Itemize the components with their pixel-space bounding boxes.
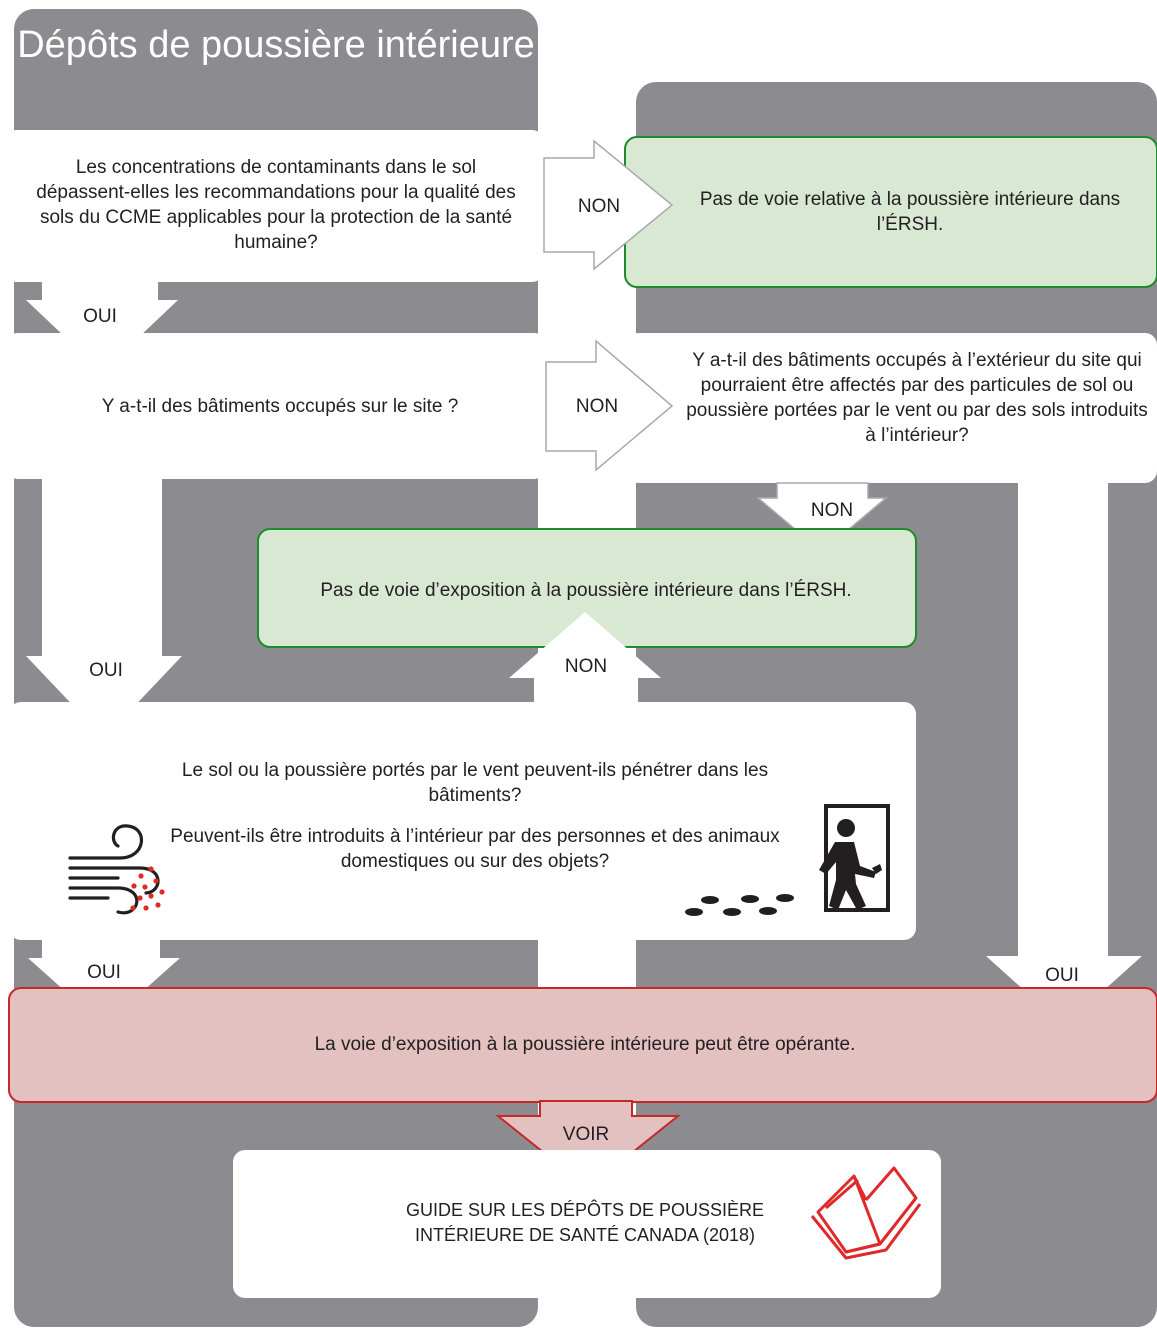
question-box-2 <box>6 333 546 479</box>
label-yes-1: OUI <box>83 306 117 327</box>
arrow-yes-3 <box>28 940 180 1026</box>
label-yes-4: OUI <box>1045 965 1079 986</box>
label-no-3: NON <box>810 500 854 521</box>
question-box-4 <box>9 702 916 940</box>
arrow-no-4 <box>509 612 661 702</box>
arrow-no-1 <box>543 139 674 271</box>
dust-particles <box>130 866 165 911</box>
page-title: Dépôts de poussière intérieure <box>17 24 535 66</box>
person-entering-door-icon <box>819 804 890 912</box>
result-2-text: Pas de voie d’exposition à la poussière … <box>320 580 852 601</box>
arrow-yes-1 <box>26 282 178 372</box>
guide-text: GUIDE SUR LES DÉPÔTS DE POUSSIÈRE INTÉRI… <box>405 1200 765 1245</box>
label-yes-2: OUI <box>89 660 123 681</box>
label-no-4: NON <box>564 656 608 677</box>
footprints-icon <box>685 894 794 916</box>
question-box-1 <box>4 130 544 282</box>
arrow-no-2 <box>545 339 674 472</box>
label-yes-3: OUI <box>87 962 121 983</box>
question-1-text: Les concentrations de contaminants dans … <box>36 157 516 253</box>
label-no-2: NON <box>575 396 619 417</box>
arrow-yes-2 <box>26 656 182 738</box>
connector-yes-2 <box>42 478 162 658</box>
label-see: VOIR <box>562 1124 610 1145</box>
arrow-no-3 <box>755 482 889 553</box>
guide-box <box>233 1150 941 1298</box>
question-3-text: Y a-t-il des bâtiments occupés à l’extér… <box>686 350 1148 446</box>
question-box-3 <box>627 333 1157 483</box>
result-1-text: Pas de voie relative à la poussière inté… <box>699 189 1121 235</box>
question-4b-text: Peuvent-ils être introduits à l’intérieu… <box>170 826 780 872</box>
question-4a-text: Le sol ou la poussière portés par le ven… <box>181 760 769 806</box>
question-2-text: Y a-t-il des bâtiments occupés sur le si… <box>101 396 459 417</box>
open-book-icon <box>810 1166 922 1260</box>
connector-stem-q4 <box>538 940 636 990</box>
connector-yes-3 <box>1018 482 1108 958</box>
label-no-1: NON <box>577 196 621 217</box>
result-pathway-text: La voie d’exposition à la poussière inté… <box>314 1034 856 1055</box>
wind-dust-icon <box>68 824 160 915</box>
